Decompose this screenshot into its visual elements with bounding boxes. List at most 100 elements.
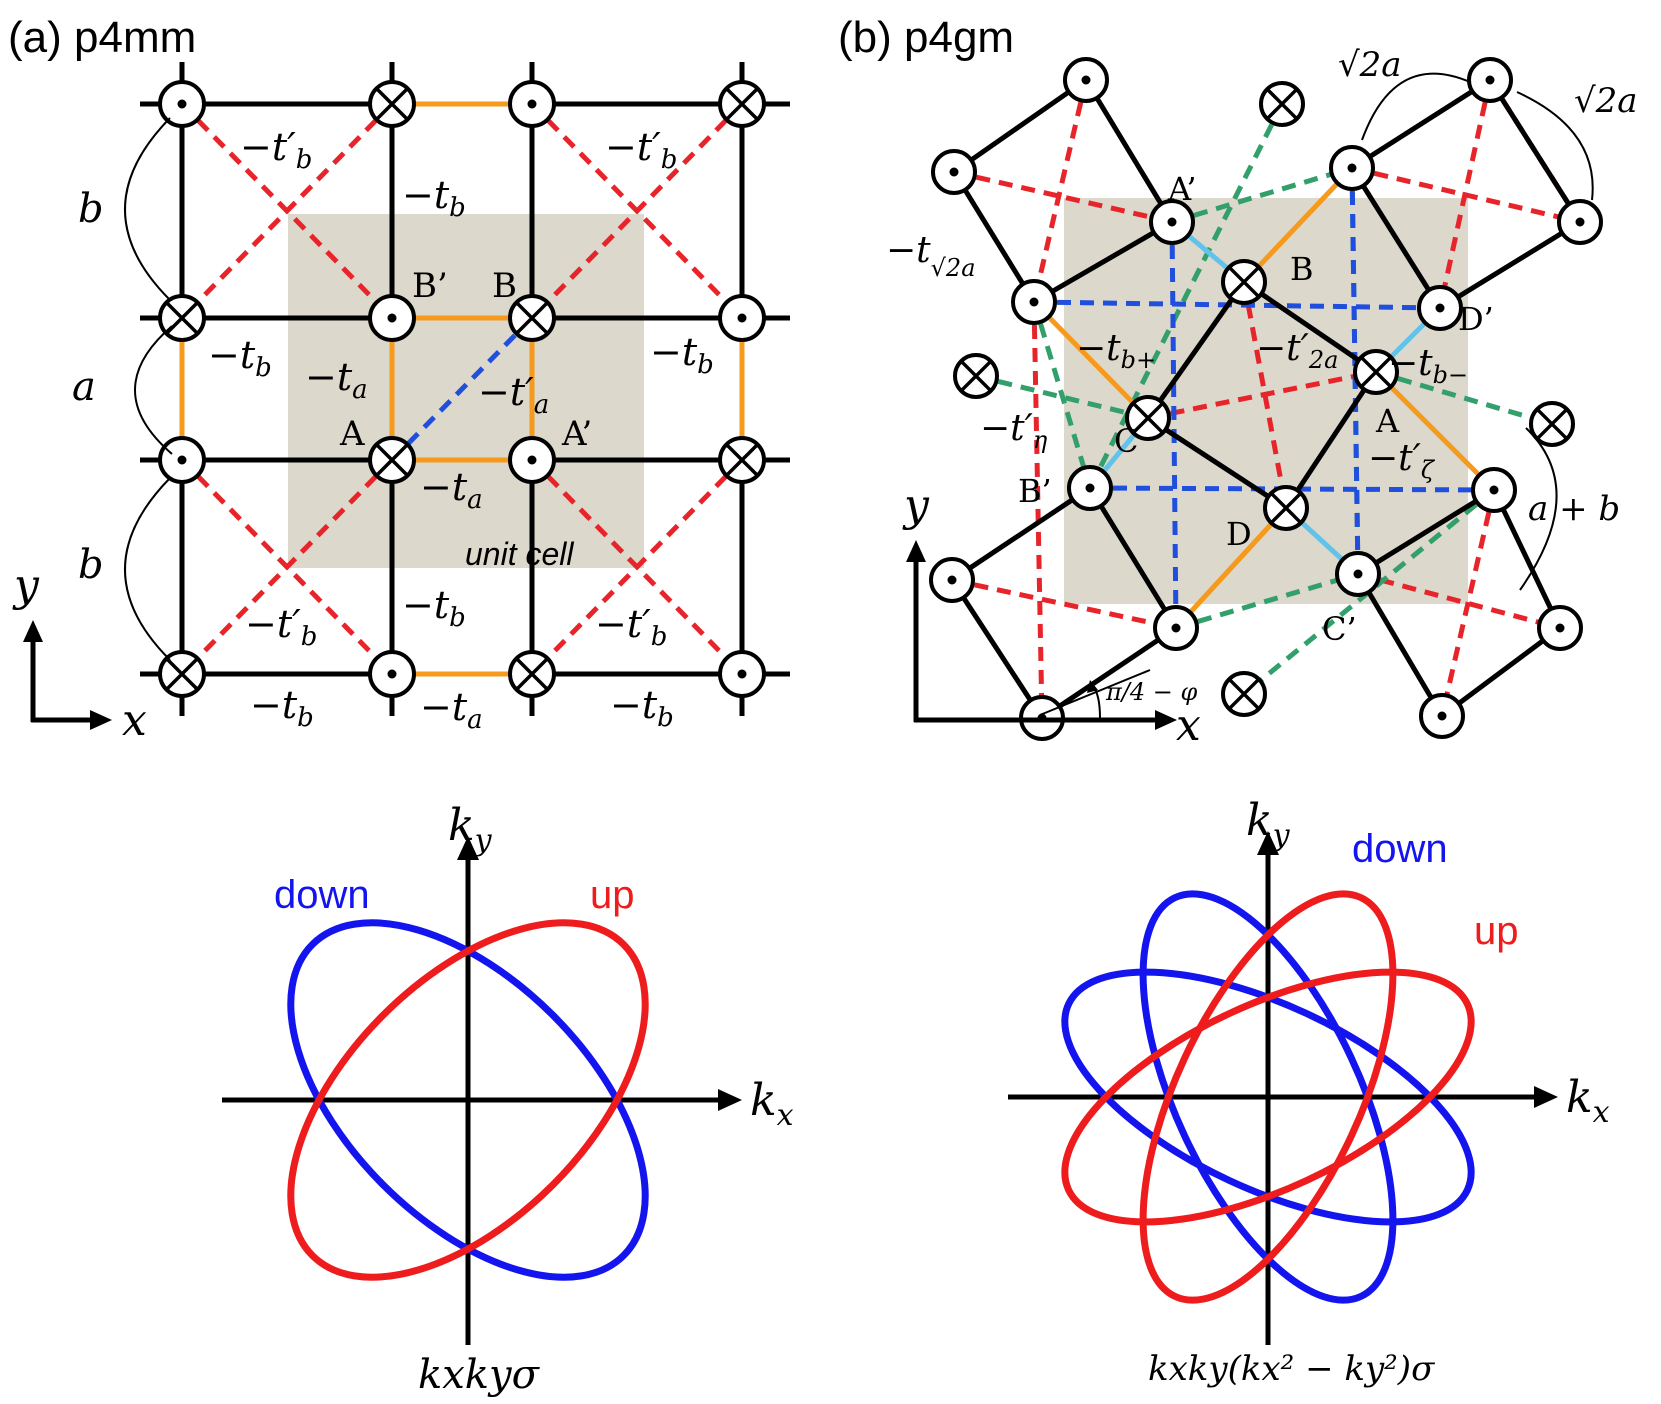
hop-label-t-2a: −t′2a <box>1256 328 1338 374</box>
hop-label-ta: −ta <box>420 465 483 515</box>
bond-t-eta <box>1087 102 1285 490</box>
fermi-b-formula: kxky(kx² − ky²)σ <box>1148 1349 1435 1389</box>
site-cross-icon <box>508 650 556 698</box>
hop-label-tb: −tb <box>650 330 714 380</box>
fermi-surface-a: ky kx down up kxkyσ <box>222 800 794 1398</box>
bond-tb-prime <box>530 458 744 676</box>
fermi-a-kx-label: kx <box>750 1075 794 1133</box>
fermi-a-down-label: down <box>274 873 370 917</box>
site-cross-icon <box>158 650 206 698</box>
fermi-b-down-curve <box>1139 890 1397 1304</box>
panel-b-sqrt2a-left: √2a <box>1338 45 1402 85</box>
site-dot-icon <box>1067 465 1113 511</box>
bond-t-sqrt2a <box>1349 166 1443 310</box>
site-dot-icon <box>158 436 206 484</box>
site-dot-icon <box>1011 279 1057 325</box>
site-dot-icon <box>1419 693 1465 739</box>
fermi-b-down-label: down <box>1352 827 1448 871</box>
panel-a-span-arc-b-bottom <box>124 477 171 661</box>
bond-t-sqrt2a <box>951 577 1177 631</box>
site-cross-icon <box>718 436 766 484</box>
bond-t-sqrt2a <box>1355 572 1445 718</box>
panel-b-site-A: A <box>1375 402 1400 440</box>
bond-t-sqrt2a <box>1040 625 1178 721</box>
bond-t-sqrt2a <box>949 578 1045 720</box>
hop-label-t-zeta: −t′ζ <box>1368 438 1436 484</box>
site-dot-icon <box>1149 199 1195 245</box>
bond-t-sqrt2a <box>1242 279 1378 375</box>
bond-t-bplus <box>1032 300 1150 420</box>
site-cross-icon <box>1259 81 1305 127</box>
fermi-b-up-curve <box>1139 890 1397 1304</box>
panel-b-sites <box>929 57 1603 741</box>
panel-b-site-B-prime: B’ <box>1018 472 1052 510</box>
site-dot-icon <box>1537 605 1583 651</box>
bond-t-sqrt2a <box>1491 488 1563 630</box>
bond-tb-prime <box>530 102 744 320</box>
bond-t-bplus <box>1242 166 1354 284</box>
panel-b: (b) p4gm √2a √2a a + b A’ B D’ A C B’ D … <box>838 13 1638 751</box>
panel-a-site-A-prime: A’ <box>561 414 592 454</box>
panel-a-hopping-labels: −tb −tb −tb −tb −tb −tb −ta −ta −ta −t′a… <box>208 125 714 735</box>
panel-b-arc-sqrt2a-left <box>1361 72 1471 141</box>
hop-label-t-eta: −t′η <box>980 408 1048 454</box>
site-dot-icon <box>1471 467 1517 513</box>
panel-b-title: (b) p4gm <box>838 13 1014 62</box>
site-dot-icon <box>368 650 416 698</box>
site-dot-icon <box>1417 285 1463 331</box>
panel-b-sqrt2a-right: √2a <box>1574 81 1638 121</box>
fermi-b-up-label: up <box>1474 909 1519 953</box>
bond-t-sqrt2a <box>1350 77 1492 171</box>
site-cross-icon <box>1353 349 1399 395</box>
bond-t-2a <box>1241 281 1289 509</box>
bond-t-sqrt2a <box>952 77 1088 175</box>
site-dot-icon <box>508 80 556 128</box>
hop-label-tb: −tb <box>402 173 466 223</box>
panel-b-angle-label: π/4 − φ <box>1105 678 1197 706</box>
site-cross-icon <box>158 294 206 342</box>
hop-label-tb-prime: −t′b <box>245 602 317 652</box>
panel-b-axis-y: y <box>902 480 930 531</box>
site-cross-icon <box>1125 395 1171 441</box>
bond-t-sqrt2a <box>1438 219 1582 311</box>
site-dot-icon <box>368 294 416 342</box>
bond-t-sqrt2a <box>1145 280 1247 420</box>
site-cross-icon <box>1529 401 1575 447</box>
hop-label-tb: −tb <box>250 683 314 733</box>
site-dot-icon <box>718 650 766 698</box>
bond-t-eta <box>975 373 1149 421</box>
panel-a-axis-x: x <box>122 695 147 746</box>
hop-label-tb: −tb <box>402 583 466 633</box>
site-dot-icon <box>1063 57 1109 103</box>
panel-a-axes: y x <box>12 560 147 746</box>
hop-label-ta: −ta <box>420 685 483 735</box>
panel-b-axis-x: x <box>1176 700 1201 751</box>
site-dot-icon <box>158 80 206 128</box>
hop-label-t-bplus: −tb+ <box>1076 328 1156 374</box>
site-dot-icon <box>1557 199 1603 245</box>
panel-a-span-a: a <box>72 364 96 410</box>
bond-t-bplus <box>1374 370 1496 492</box>
site-dot-icon <box>1467 57 1513 103</box>
site-dot-icon <box>929 557 975 603</box>
bond-t-sqrt2a <box>1357 571 1561 631</box>
bond-t-sqrt2a <box>1146 415 1288 511</box>
panel-a-span-arc-b-top <box>124 117 171 301</box>
bond-t-sqrt2a <box>1283 370 1379 510</box>
panel-b-arc-sqrt2a-right <box>1516 91 1594 201</box>
bond-t-sqrt2a <box>1487 78 1583 224</box>
hop-label-ta-prime: −t′a <box>478 370 549 420</box>
fermi-a-up-curve <box>287 919 649 1281</box>
bond-t-sqrt2a <box>1087 486 1179 630</box>
site-dot-icon <box>1329 145 1375 191</box>
panel-a-site-B: B <box>492 266 517 306</box>
panel-a-title: (a) p4mm <box>8 13 196 62</box>
fermi-b-down-curve <box>1061 968 1475 1226</box>
site-cross-icon <box>1221 671 1267 717</box>
panel-a-axis-y: y <box>12 560 40 611</box>
panel-b-bonds <box>949 77 1583 721</box>
bond-t-sqrt2a <box>1437 79 1493 309</box>
hop-label-tb-prime: −t′b <box>605 125 677 175</box>
panel-b-site-C-prime: C’ <box>1322 610 1357 648</box>
